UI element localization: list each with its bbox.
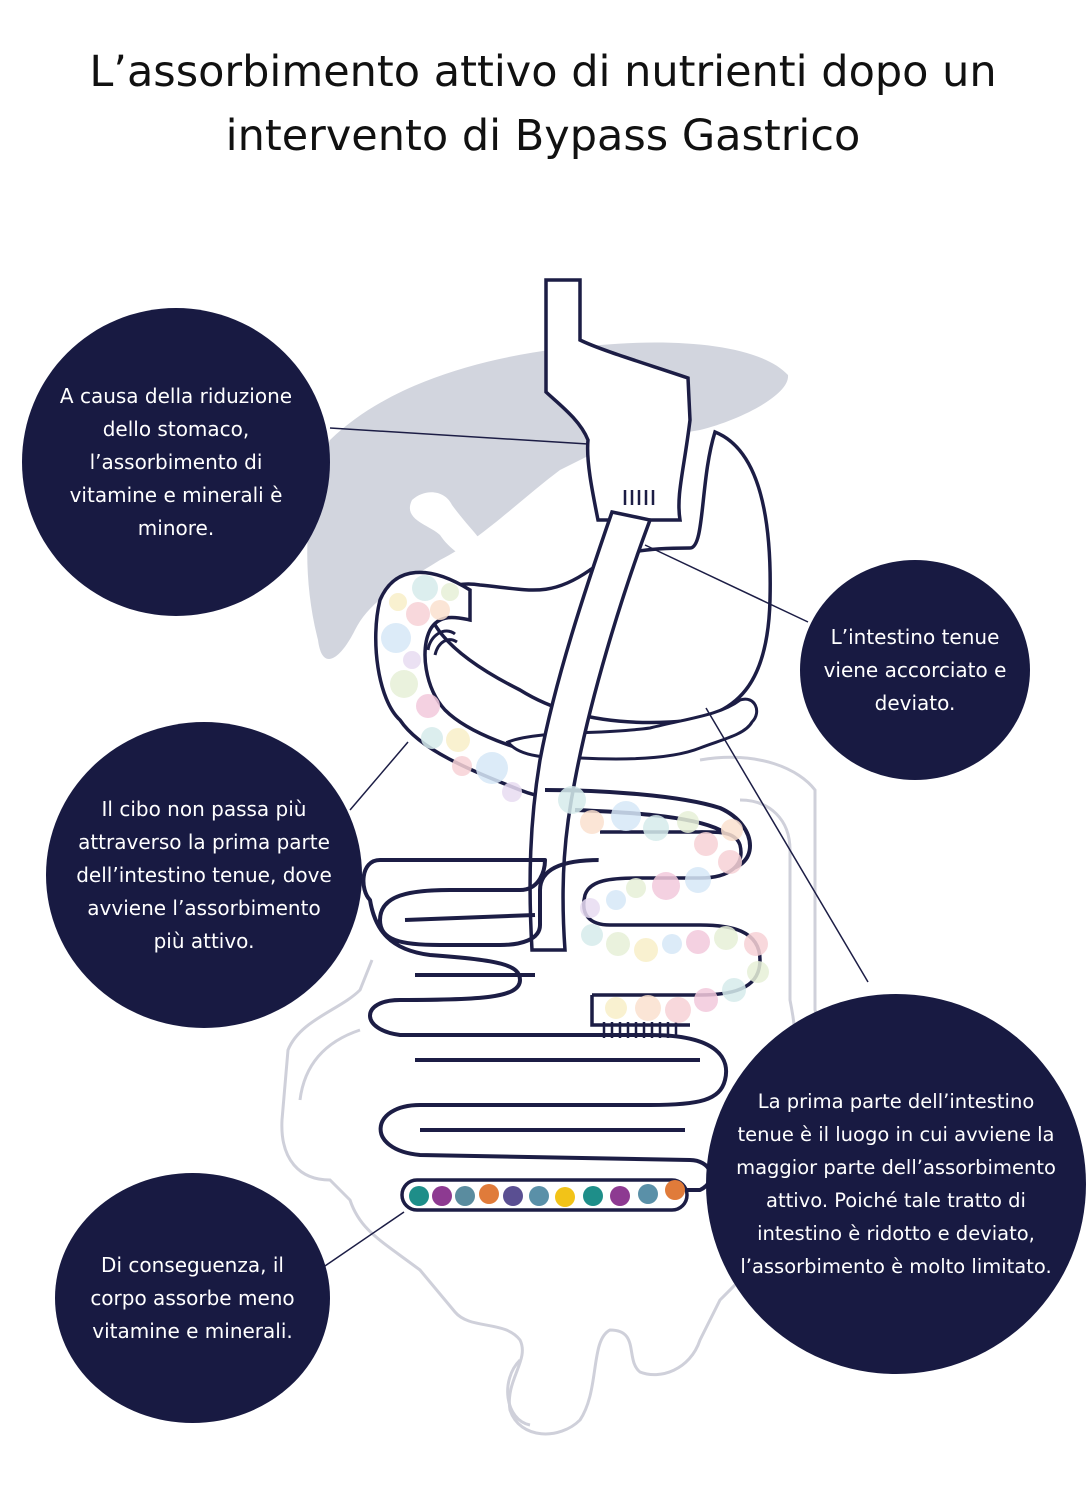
gallbladder-shape bbox=[409, 492, 489, 561]
callout-bypass-text: Il cibo non passa più attraverso la prim… bbox=[76, 796, 332, 953]
callout-consequence: Di conseguenza, il corpo assorbe meno vi… bbox=[55, 1173, 330, 1423]
pylorus-ring bbox=[426, 629, 458, 656]
page-title: L’assorbimento attivo di nutrienti dopo … bbox=[0, 40, 1086, 168]
callout-stomach-text: A causa della riduzione dello stomaco, l… bbox=[59, 383, 293, 540]
unabsorbed-nutrients bbox=[381, 575, 522, 802]
callout-first-part-absorption: La prima parte dell’intestino tenue è il… bbox=[706, 994, 1086, 1374]
limb-staples bbox=[602, 1022, 678, 1038]
bypassed-nutrients bbox=[558, 786, 769, 1023]
esophagus bbox=[544, 278, 692, 522]
pouch-staples bbox=[623, 490, 655, 505]
leader-lines bbox=[321, 427, 869, 1269]
callout-first-part-text: La prima parte dell’intestino tenue è il… bbox=[736, 1090, 1056, 1278]
title-line-2: intervento di Bypass Gastrico bbox=[225, 111, 861, 161]
callout-food-bypass: Il cibo non passa più attraverso la prim… bbox=[46, 722, 362, 1028]
callout-consequence-text: Di conseguenza, il corpo assorbe meno vi… bbox=[90, 1252, 295, 1343]
callout-stomach-reduction: A causa della riduzione dello stomaco, l… bbox=[22, 308, 330, 616]
title-line-1: L’assorbimento attivo di nutrienti dopo … bbox=[89, 47, 997, 97]
callout-shortened-text: L’intestino tenue viene accorciato e dev… bbox=[823, 624, 1007, 715]
callout-intestine-shortened: L’intestino tenue viene accorciato e dev… bbox=[800, 560, 1030, 780]
roux-limb bbox=[528, 509, 653, 952]
absorbed-nutrients bbox=[409, 1180, 685, 1207]
small-intestine-inner bbox=[404, 808, 734, 1132]
